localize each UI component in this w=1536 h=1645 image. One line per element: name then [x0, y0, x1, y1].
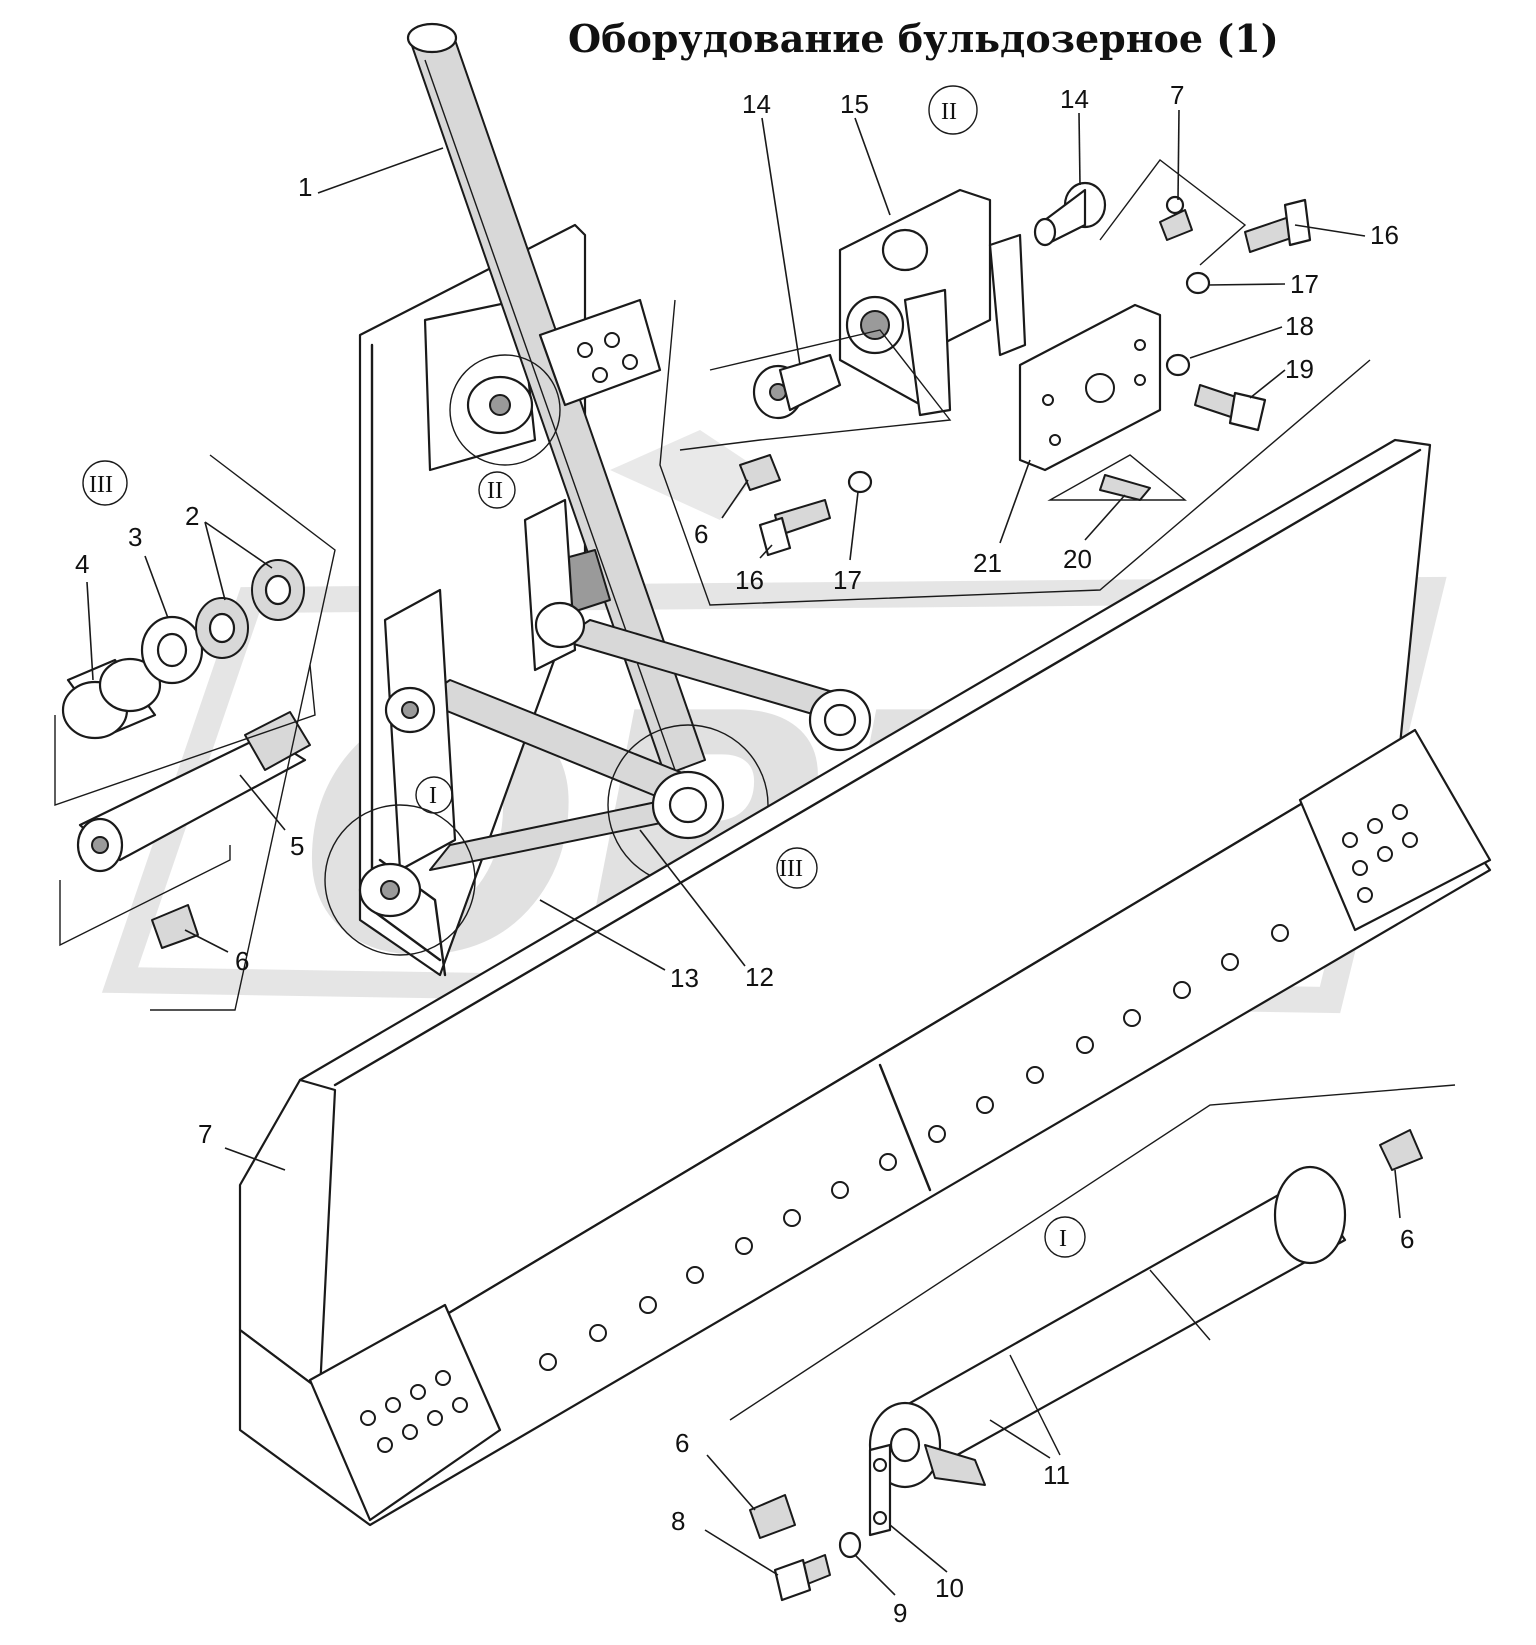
callout-6-detail-i-right: 6 — [1400, 1224, 1414, 1254]
view-marker-circle — [1044, 1216, 1086, 1258]
view-marker-circle — [478, 471, 516, 509]
callout-21: 21 — [973, 548, 1002, 578]
view-marker-circle — [415, 776, 453, 814]
callout-13: 13 — [670, 963, 699, 993]
detail-i-parts — [729, 1084, 1456, 1602]
callout-7-blade: 7 — [198, 1119, 212, 1149]
view-marker-circle — [776, 847, 818, 889]
view-marker-ii-top: II — [941, 99, 957, 125]
callout-6-detail-ii: 6 — [694, 519, 708, 549]
view-markers: II II III III I I — [82, 85, 1086, 1258]
view-marker-i-bottom: I — [1059, 1226, 1067, 1252]
callout-17-lower: 17 — [833, 565, 862, 595]
view-marker-circle — [82, 460, 128, 506]
lower-arms — [358, 498, 872, 918]
callout-12: 12 — [745, 962, 774, 992]
callout-6-detail-i-left: 6 — [675, 1428, 689, 1458]
callout-6-detail-iii: 6 — [235, 946, 249, 976]
view-marker-i-assembly: I — [429, 783, 437, 809]
callout-19: 19 — [1285, 354, 1314, 384]
leader-lines — [86, 109, 1401, 1596]
callout-16-top: 16 — [1370, 220, 1399, 250]
callout-20: 20 — [1063, 544, 1092, 574]
view-marker-iii-left: III — [89, 472, 113, 498]
dozer-blade — [238, 438, 1492, 1527]
detail-ii-parts — [659, 159, 1371, 606]
callout-7-top: 7 — [1170, 80, 1184, 110]
callout-14-right: 14 — [1060, 84, 1089, 114]
callout-1: 1 — [298, 172, 312, 202]
callout-14-left: 14 — [742, 89, 771, 119]
callout-16-lower: 16 — [735, 565, 764, 595]
callout-2: 2 — [185, 501, 199, 531]
callout-numbers: 1 14 15 14 7 16 17 18 19 21 20 6 16 17 2… — [75, 80, 1414, 1628]
callout-4: 4 — [75, 549, 89, 579]
callout-15: 15 — [840, 89, 869, 119]
callout-3: 3 — [128, 522, 142, 552]
view-marker-ii-assembly: II — [487, 478, 503, 504]
callout-11: 11 — [1043, 1460, 1070, 1490]
view-marker-circle — [928, 85, 978, 135]
detail-iii-parts — [54, 454, 336, 1011]
callout-10: 10 — [935, 1573, 964, 1603]
callout-18: 18 — [1285, 311, 1314, 341]
callout-9: 9 — [893, 1598, 907, 1628]
callout-5: 5 — [290, 831, 304, 861]
page-title: Оборудование бульдозерное (1) — [568, 16, 1279, 61]
part-1-cylinder — [406, 22, 706, 776]
callout-17-top: 17 — [1290, 269, 1319, 299]
callout-8: 8 — [671, 1506, 685, 1536]
view-marker-iii-assembly: III — [779, 856, 803, 882]
